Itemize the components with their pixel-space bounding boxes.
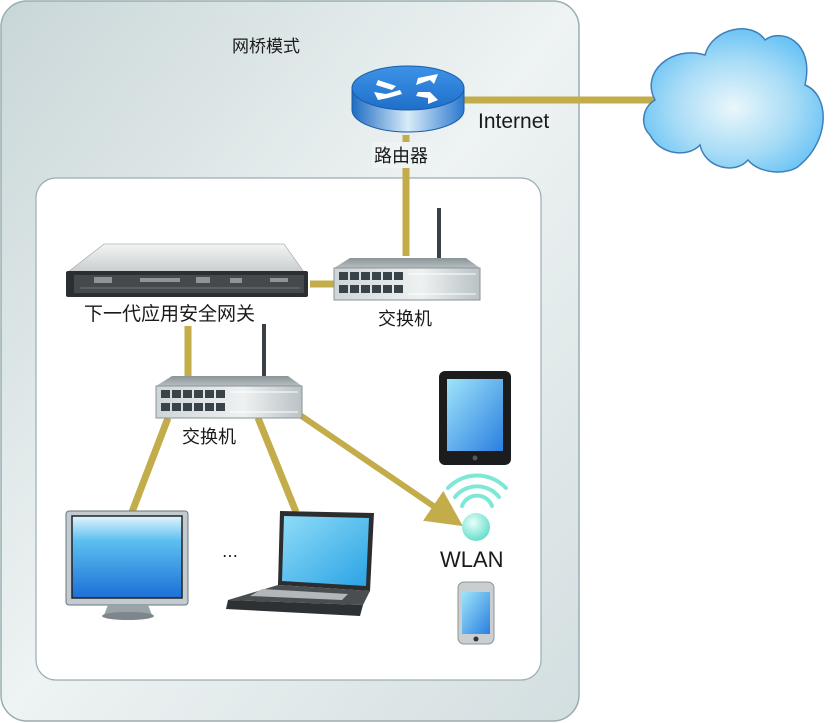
diagram-title: 网桥模式 <box>232 37 300 57</box>
switch-top-label: 交换机 <box>378 309 432 330</box>
link-switch-wlan <box>298 412 463 527</box>
switch-icon <box>155 324 303 419</box>
wlan-label: WLAN <box>440 547 504 572</box>
smartphone-icon <box>457 581 495 645</box>
switch-icon <box>333 208 481 301</box>
router-icon <box>351 65 465 133</box>
tablet-icon <box>439 371 511 465</box>
wifi-icon <box>446 473 508 541</box>
laptop-icon <box>226 511 374 616</box>
switch-bottom-label: 交换机 <box>182 423 236 449</box>
router-label: 路由器 <box>372 142 430 168</box>
rack-server-icon <box>66 243 308 297</box>
links <box>128 96 655 527</box>
link-switch-desktop <box>128 416 172 514</box>
gateway-label: 下一代应用安全网关 <box>84 299 256 326</box>
internet-label: Internet <box>478 110 550 133</box>
link-switch-laptop <box>254 416 300 514</box>
cloud-icon <box>643 28 824 173</box>
ellipsis-label: … <box>222 542 238 561</box>
monitor-icon <box>65 510 189 620</box>
